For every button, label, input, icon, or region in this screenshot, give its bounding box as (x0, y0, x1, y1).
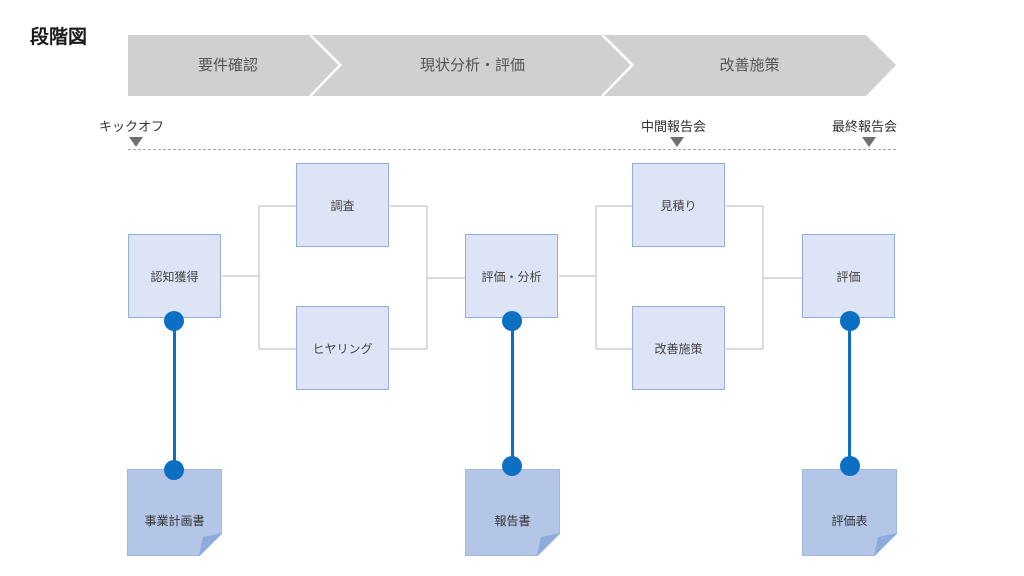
phase-arrow-3 (604, 35, 896, 96)
phase-separator-2 (601, 34, 634, 97)
connector-dot-bottom-1 (164, 460, 184, 480)
connector-dot-bottom-3 (840, 456, 860, 476)
box-survey: 調査 (296, 163, 389, 247)
box-estimate: 見積り (632, 163, 725, 247)
timeline-dashed-line (128, 149, 896, 150)
deliverable-label: 評価表 (831, 514, 868, 528)
connector-dot-top-1 (164, 311, 184, 331)
phase-label-improvement: 改善施策 (719, 56, 780, 74)
phase-separator-1 (309, 34, 342, 97)
phase-label-analysis: 現状分析・評価 (419, 56, 525, 74)
deliverable-evaluation-sheet: 評価表 (802, 469, 897, 556)
document-icon (802, 469, 897, 556)
connector-dot-top-3 (840, 311, 860, 331)
deliverable-label: 報告書 (494, 514, 531, 528)
phase-arrow-1 (128, 35, 340, 96)
milestone-final: 最終報告会 (832, 120, 898, 135)
box-awareness: 認知獲得 (128, 234, 221, 318)
milestone-midterm: 中間報告会 (641, 120, 707, 135)
milestone-midterm-marker (670, 137, 684, 147)
milestone-kickoff: キックオフ (99, 120, 165, 135)
deliverable-link-3 (848, 320, 851, 470)
connector-dot-top-2 (502, 311, 522, 331)
deliverable-business-plan: 事業計画書 (127, 469, 222, 556)
document-icon (465, 469, 560, 556)
deliverable-label: 事業計画書 (144, 514, 205, 528)
box-eval-analysis: 評価・分析 (465, 234, 558, 318)
deliverable-link-1 (173, 320, 176, 470)
milestone-kickoff-marker (129, 137, 143, 147)
phase-label-requirements: 要件確認 (197, 56, 258, 74)
deliverable-link-2 (511, 320, 514, 470)
box-hearing: ヒヤリング (296, 306, 389, 390)
deliverable-report: 報告書 (465, 469, 560, 556)
connector-dot-bottom-2 (502, 456, 522, 476)
phase-arrow-2 (312, 35, 632, 96)
page-title: 段階図 (30, 26, 88, 48)
phase-bar (128, 34, 896, 97)
milestone-final-marker (862, 137, 876, 147)
box-evaluation: 評価 (802, 234, 895, 318)
document-icon (127, 469, 222, 556)
box-improvement: 改善施策 (632, 306, 725, 390)
